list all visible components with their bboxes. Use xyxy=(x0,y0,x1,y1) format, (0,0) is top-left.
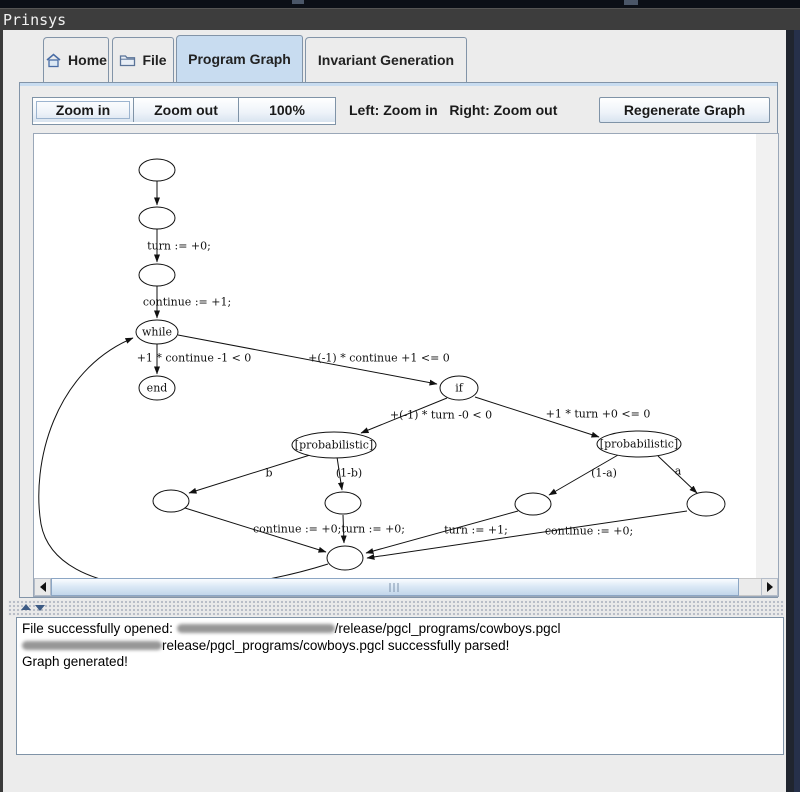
node-label-if: if xyxy=(455,381,463,395)
edge-label-prob-b: b xyxy=(265,466,273,480)
background-artifact xyxy=(624,0,638,5)
scrollbar-grip-icon xyxy=(389,583,401,592)
edge-label-prob-1-b: (1-b) xyxy=(335,466,363,480)
program-graph-panel: Zoom in Zoom out 100% Left: Zoom in Righ… xyxy=(19,82,779,598)
regenerate-graph-button[interactable]: Regenerate Graph xyxy=(599,97,770,123)
tab-program-graph-label: Program Graph xyxy=(188,51,291,67)
tab-file[interactable]: File xyxy=(112,37,174,82)
edge-label-turn-assign-0: turn := +0; xyxy=(147,239,211,253)
desktop-top-strip xyxy=(0,0,800,8)
log-line: File successfully opened: /release/pgcl_… xyxy=(22,621,561,636)
graph-scrollpane: while end if [probabilistic] [probabilis… xyxy=(33,133,779,597)
window-title: Prinsys xyxy=(3,11,67,29)
edge-label-continue-assign-0: continue := +0; xyxy=(544,524,634,538)
log-line: release/pgcl_programs/cowboys.pgcl succe… xyxy=(22,638,778,655)
home-icon xyxy=(45,52,62,68)
collapse-up-icon[interactable] xyxy=(21,604,31,610)
window-frame-edge xyxy=(786,30,794,792)
selected-tab-highlight xyxy=(20,83,777,86)
horizontal-scrollbar xyxy=(34,578,778,596)
node-label-end: end xyxy=(146,381,168,395)
app-window: Home File Program Graph Invariant Genera… xyxy=(0,30,786,792)
edge-label-if-right-guard: +1 * turn +0 <= 0 xyxy=(545,407,651,421)
edge-label-while-body-guard: +(-1) * continue +1 <= 0 xyxy=(308,351,450,365)
node-label-probabilistic-right: [probabilistic] xyxy=(599,437,679,451)
vertical-scrollbar-track[interactable] xyxy=(756,134,778,578)
graph-canvas[interactable]: while end if [probabilistic] [probabilis… xyxy=(34,134,756,590)
folder-icon xyxy=(119,53,136,68)
mouse-hint-label: Left: Zoom in Right: Zoom out xyxy=(349,102,558,118)
edge-label-while-exit-guard: +1 * continue -1 < 0 xyxy=(136,351,252,365)
splitpane-divider[interactable] xyxy=(8,600,784,616)
edge-label-if-left-guard: +(-1) * turn -0 < 0 xyxy=(389,408,493,422)
tab-file-label: File xyxy=(142,52,167,68)
redacted-path xyxy=(176,624,335,633)
zoom-in-button[interactable]: Zoom in xyxy=(33,98,134,122)
log-line: Graph generated! xyxy=(22,654,128,669)
edge-label-prob-a: a xyxy=(674,464,682,478)
zoom-out-button[interactable]: Zoom out xyxy=(134,98,239,122)
window-titlebar[interactable]: Prinsys xyxy=(0,8,800,30)
node-label-while: while xyxy=(141,325,173,339)
zoom-level-button[interactable]: 100% xyxy=(239,98,335,122)
graph-svg xyxy=(38,158,726,590)
horizontal-scrollbar-thumb[interactable] xyxy=(51,578,739,596)
node-label-probabilistic-left: [probabilistic] xyxy=(294,438,374,452)
right-arrow-icon xyxy=(766,582,773,592)
background-artifact xyxy=(292,0,304,4)
collapse-down-icon[interactable] xyxy=(35,605,45,611)
scroll-left-button[interactable] xyxy=(34,578,51,596)
log-output-area[interactable]: File successfully opened: /release/pgcl_… xyxy=(16,617,784,755)
edge-label-prob-1-a: (1-a) xyxy=(591,466,617,480)
left-arrow-icon xyxy=(39,582,46,592)
tab-invariant-generation-label: Invariant Generation xyxy=(317,52,455,68)
tab-program-graph[interactable]: Program Graph xyxy=(176,35,303,82)
redacted-path xyxy=(22,640,162,650)
tab-invariant-generation[interactable]: Invariant Generation xyxy=(305,37,467,82)
zoom-button-group: Zoom in Zoom out 100% xyxy=(32,97,336,125)
scroll-right-button[interactable] xyxy=(761,578,778,596)
horizontal-scrollbar-track[interactable] xyxy=(739,578,761,596)
tab-home-label: Home xyxy=(68,52,107,68)
edge-label-continue-assign-1: continue := +1; xyxy=(142,295,232,309)
edge-label-turn-assign-1: turn := +1; xyxy=(444,523,508,537)
edge-label-continue-turn-assign: continue := +0;turn := +0; xyxy=(252,522,406,536)
tab-home[interactable]: Home xyxy=(43,37,109,82)
